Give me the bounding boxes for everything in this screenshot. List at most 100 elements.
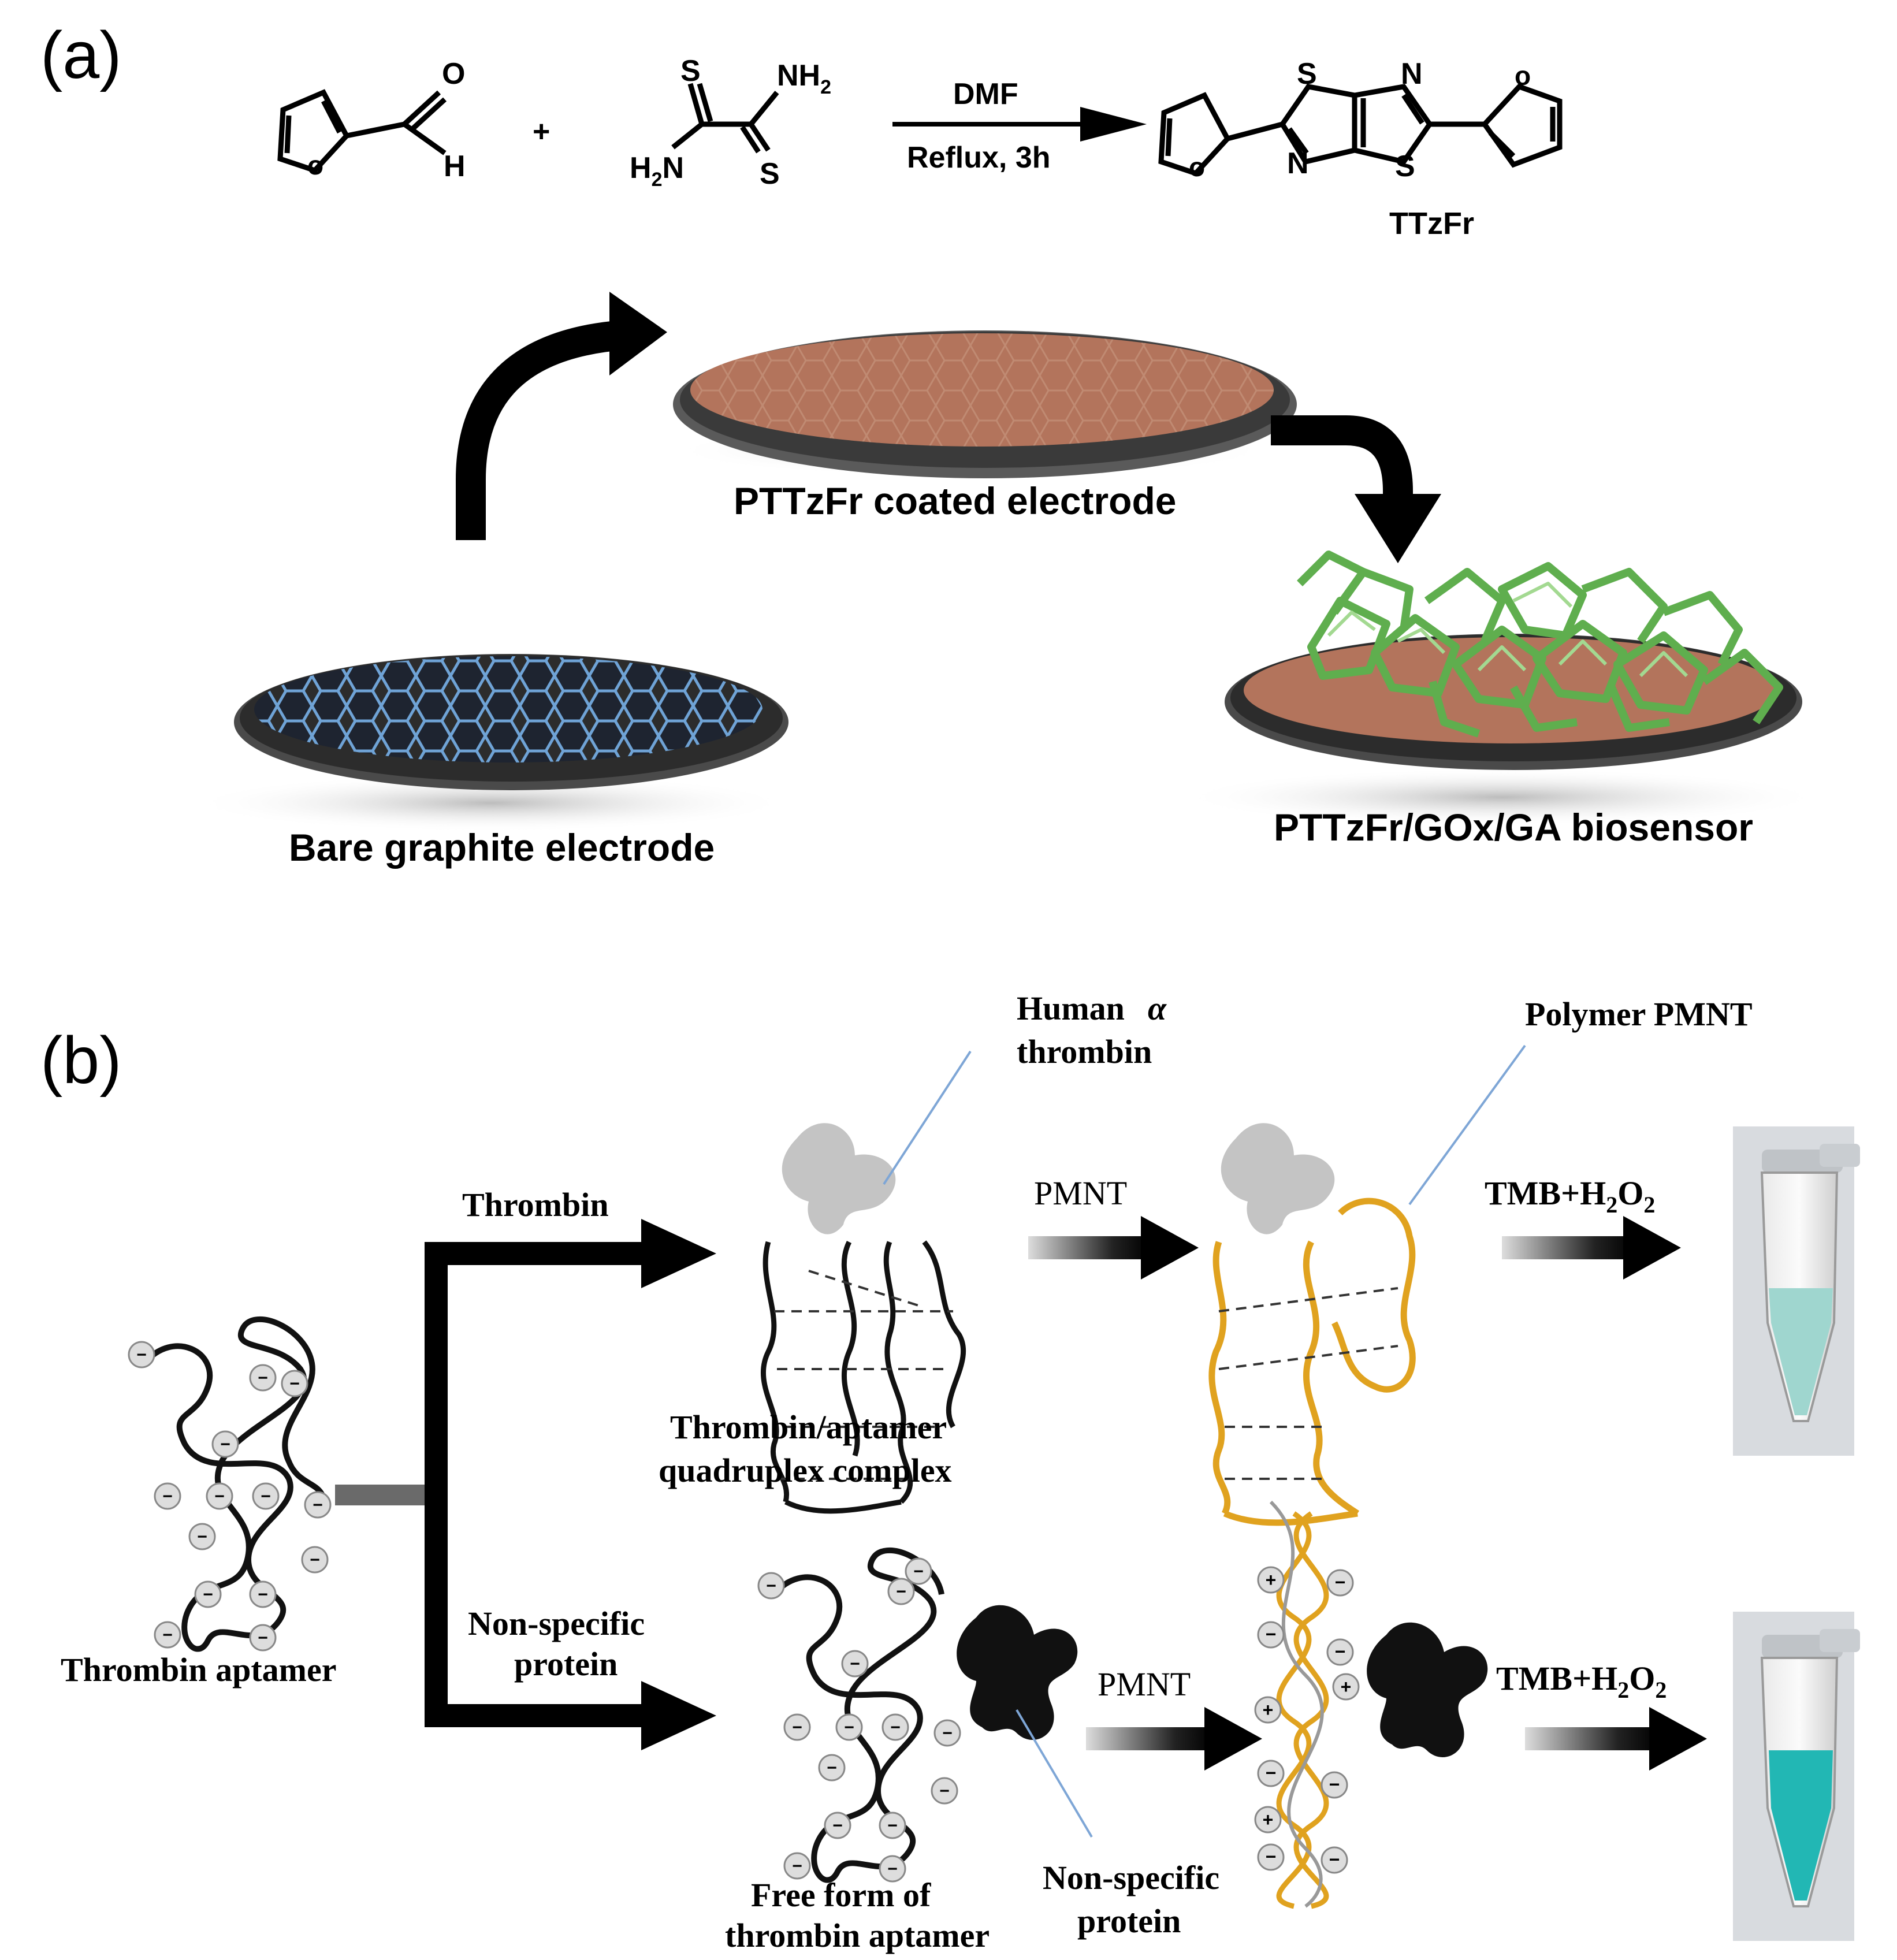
- reagent-dmf: DMF: [953, 77, 1018, 111]
- quadruplex-rungs: [774, 1270, 953, 1480]
- nonspecific-protein-leader: [1016, 1709, 1093, 1838]
- pmnt-arrow-top: [1028, 1216, 1199, 1280]
- furfural-h: H: [444, 150, 466, 183]
- tube-top: [1733, 1126, 1860, 1456]
- panel-b-label: (b): [40, 1024, 122, 1098]
- pmnt-arrow-bottom: [1086, 1707, 1262, 1771]
- svg-text:−: −: [1329, 1774, 1340, 1795]
- svg-text:+: +: [1263, 1699, 1274, 1720]
- svg-text:−: −: [258, 1628, 268, 1647]
- branch-thrombin-label: Thrombin: [462, 1186, 609, 1223]
- nonspecific-protein-2: [1367, 1622, 1488, 1757]
- tmb-label-bottom: TMB+H2O2: [1496, 1660, 1667, 1703]
- panel-b: (b) − − − − − − − − − − −: [40, 990, 1860, 1954]
- svg-text:−: −: [896, 1582, 906, 1601]
- svg-text:−: −: [792, 1718, 802, 1737]
- svg-text:−: −: [827, 1758, 837, 1777]
- ttzfr-o-right: o: [1515, 61, 1531, 91]
- human-thrombin-leader: [883, 1050, 972, 1185]
- enzyme-network: [1297, 551, 1783, 738]
- tmb-label-top: TMB+H2O2: [1485, 1174, 1655, 1218]
- tmb-arrow-bottom: [1525, 1707, 1707, 1771]
- ttzfr-n-top: N: [1401, 57, 1423, 91]
- reaction-condition: Reflux, 3h: [907, 141, 1051, 174]
- svg-text:−: −: [890, 1718, 901, 1737]
- svg-text:−: −: [258, 1585, 268, 1604]
- biosensor-electrode: [1178, 634, 1825, 826]
- svg-text:−: −: [887, 1816, 898, 1835]
- polymer-pmnt-label: Polymer PMNT: [1525, 995, 1753, 1033]
- svg-text:−: −: [162, 1487, 173, 1506]
- nonspecific-protein-label-1: Non-specific: [1043, 1859, 1219, 1896]
- svg-text:+: +: [1341, 1676, 1352, 1697]
- thrombin-aptamer-label: Thrombin aptamer: [61, 1651, 336, 1688]
- bare-electrode: [191, 654, 791, 832]
- ttzfr-o-left: o: [1189, 152, 1205, 182]
- svg-text:−: −: [197, 1527, 207, 1546]
- complex-label-2: quadruplex complex: [659, 1452, 952, 1489]
- reaction-arrow: [892, 107, 1147, 142]
- furfural-structure: [277, 89, 447, 174]
- complex-label-1: Thrombin/aptamer: [670, 1408, 947, 1446]
- polymer-wrapped-complex: [1208, 1197, 1416, 1526]
- svg-text:−: −: [766, 1576, 776, 1595]
- svg-text:−: −: [942, 1724, 953, 1743]
- coated-electrode-label: PTTzFr coated electrode: [734, 479, 1177, 522]
- svg-text:−: −: [313, 1496, 323, 1515]
- biosensor-label: PTTzFr/GOx/GA biosensor: [1274, 806, 1753, 849]
- enzyme-network-light: [1327, 582, 1688, 678]
- ttzfr-label: TTzFr: [1389, 206, 1474, 241]
- thrombin-aptamer-coil: [142, 1316, 328, 1652]
- branch-connector: [335, 1219, 716, 1750]
- free-form-label-1: Free form of: [751, 1876, 931, 1914]
- branch-nonspecific-label-1: Non-specific: [468, 1605, 645, 1642]
- svg-text:−: −: [214, 1487, 225, 1506]
- svg-text:−: −: [1266, 1846, 1277, 1867]
- free-form-label-2: thrombin aptamer: [725, 1917, 990, 1954]
- svg-text:−: −: [1335, 1572, 1346, 1593]
- tmb-arrow-top: [1502, 1216, 1681, 1280]
- duplex-charges: + − − − + + − − + − −: [1254, 1566, 1360, 1874]
- ttzfr-s-bottom: S: [1395, 150, 1415, 183]
- furfural-ring-o: o: [307, 150, 323, 180]
- svg-text:−: −: [261, 1487, 271, 1506]
- svg-text:−: −: [1266, 1624, 1277, 1645]
- reaction-plus: +: [533, 115, 550, 148]
- svg-text:−: −: [203, 1585, 213, 1604]
- panel-a-label: (a): [40, 18, 122, 92]
- free-aptamer-charges: − − − − − − − − − − − − − −: [757, 1557, 961, 1883]
- svg-text:+: +: [1266, 1570, 1277, 1590]
- thrombin-protein-top: [782, 1123, 896, 1234]
- coated-electrode: [670, 330, 1297, 478]
- dithiooxamide-s-top: S: [680, 54, 701, 88]
- svg-text:−: −: [258, 1368, 268, 1388]
- svg-text:−: −: [136, 1345, 147, 1364]
- polymer-rungs: [1218, 1287, 1398, 1480]
- pmnt-label-top: PMNT: [1034, 1174, 1127, 1212]
- bare-electrode-label: Bare graphite electrode: [289, 826, 715, 869]
- ttzfr-n-bottom: N: [1287, 147, 1309, 180]
- polymer-pmnt-leader: [1408, 1044, 1526, 1206]
- svg-text:−: −: [162, 1626, 173, 1645]
- svg-text:−: −: [1335, 1641, 1346, 1662]
- furfural-carbonyl-o: O: [442, 57, 465, 91]
- svg-text:−: −: [792, 1857, 802, 1876]
- svg-text:+: +: [1263, 1809, 1274, 1830]
- svg-text:−: −: [220, 1435, 230, 1454]
- arrow-bare-to-coated: [456, 292, 667, 540]
- dithiooxamide-structure: [671, 83, 779, 154]
- svg-text:−: −: [913, 1562, 924, 1581]
- pmnt-label-bottom: PMNT: [1098, 1665, 1191, 1703]
- nonspecific-protein-1: [957, 1605, 1078, 1740]
- arrow-coated-to-biosensor: [1271, 415, 1441, 563]
- ttzfr-structure: [1158, 83, 1563, 177]
- free-aptamer-coil: [772, 1547, 944, 1883]
- svg-text:−: −: [310, 1550, 320, 1570]
- quadruplex-strands: [760, 1240, 966, 1514]
- svg-text:−: −: [850, 1654, 860, 1673]
- thrombin-protein-top-right: [1221, 1123, 1335, 1234]
- panel-a: (a) o O H + S S NH2 H2N: [40, 18, 1825, 869]
- dithiooxamide-s-bottom: S: [760, 157, 780, 191]
